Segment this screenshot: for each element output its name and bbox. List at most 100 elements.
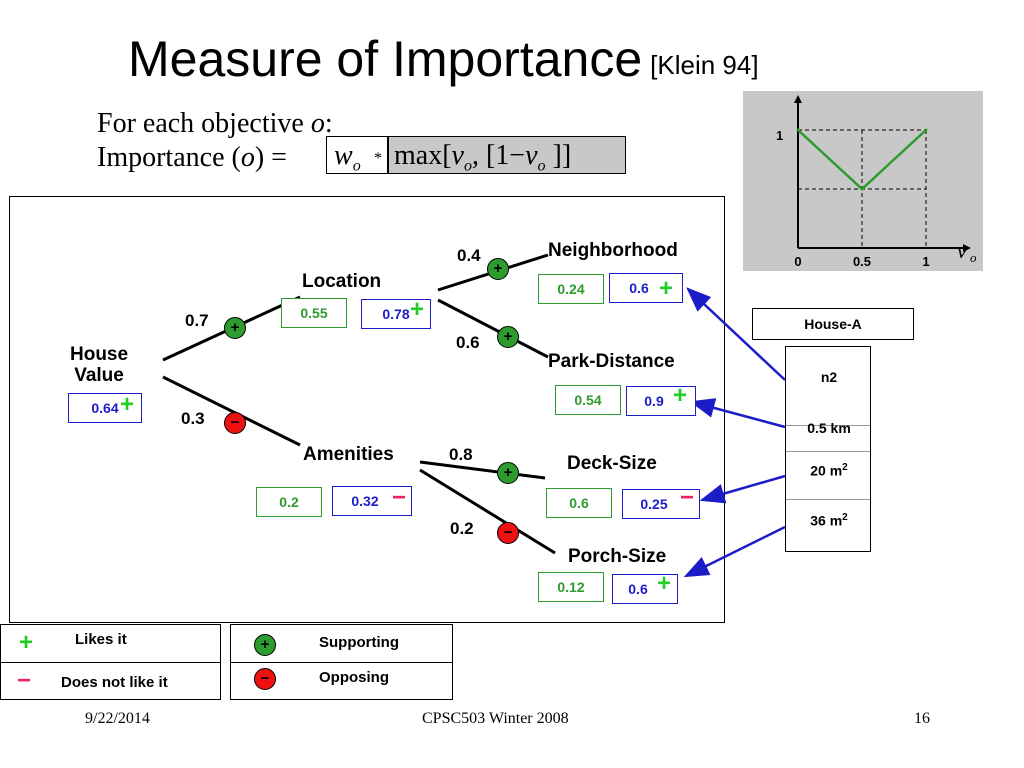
curve-point bbox=[860, 187, 864, 191]
edge-amenities-porch bbox=[419, 468, 556, 555]
root-like-sign: + bbox=[120, 391, 135, 418]
max-end: ]] bbox=[545, 140, 572, 171]
edge-amenities-deck bbox=[419, 460, 546, 480]
deck-size-dislike-sign: − bbox=[680, 484, 695, 511]
deck-size-label: Deck-Size bbox=[567, 453, 657, 474]
attr-divider bbox=[786, 451, 870, 452]
max-var1: v bbox=[451, 140, 464, 171]
porch-size-importance: 0.12 bbox=[557, 579, 585, 595]
location-importance: 0.55 bbox=[300, 305, 328, 321]
amenities-importance: 0.2 bbox=[279, 494, 299, 510]
porch-size-opposing-circle: − bbox=[497, 522, 519, 544]
attr-park-distance: 0.5 km bbox=[807, 420, 851, 436]
attr-deck-size: 20 m2 bbox=[786, 462, 872, 479]
park-distance-value-box: 0.9 bbox=[626, 386, 696, 416]
footer-course: CPSC503 Winter 2008 bbox=[422, 710, 569, 727]
max-sub2: o bbox=[537, 157, 546, 175]
attr-porch-size-text: 36 m bbox=[810, 512, 843, 529]
attr-deck-size-exp: 2 bbox=[842, 462, 848, 473]
amenities-dislike-sign: − bbox=[392, 484, 407, 511]
legend-opposing-circle: − bbox=[254, 668, 276, 690]
weight-box bbox=[326, 136, 388, 174]
neighborhood-weight: 0.4 bbox=[457, 246, 481, 265]
deck-size-value-box: 0.25 bbox=[622, 489, 700, 519]
formula-line1-text: For each objective bbox=[97, 108, 311, 139]
formula-line2-var: o bbox=[240, 142, 255, 173]
location-label: Location bbox=[302, 271, 382, 292]
neighborhood-supporting-circle: + bbox=[487, 258, 509, 280]
max-var2: v bbox=[525, 140, 538, 171]
neighborhood-label: Neighborhood bbox=[548, 240, 678, 261]
amenities-value-box: 0.32 bbox=[332, 486, 412, 516]
park-distance-supporting-circle: + bbox=[497, 326, 519, 348]
deck-size-importance-box: 0.6 bbox=[546, 488, 612, 518]
formula-line1-colon: : bbox=[324, 108, 333, 139]
amenities-importance-box: 0.2 bbox=[256, 487, 322, 517]
edge-root-amenities bbox=[162, 375, 301, 447]
park-distance-importance: 0.54 bbox=[574, 392, 602, 408]
porch-size-label: Porch-Size bbox=[568, 546, 667, 567]
park-distance-importance-box: 0.54 bbox=[555, 385, 621, 415]
footer-page-number: 16 bbox=[914, 710, 930, 727]
attr-porch-size-exp: 2 bbox=[842, 512, 848, 523]
slide-title: Measure of Importance[Klein 94] bbox=[128, 30, 759, 88]
footer-date: 9/22/2014 bbox=[85, 710, 150, 727]
arrow-n2-neighborhood bbox=[686, 287, 786, 381]
amenities-value: 0.32 bbox=[351, 493, 379, 509]
amenities-label: Amenities bbox=[303, 444, 394, 465]
legend-dislike-symbol: − bbox=[17, 667, 32, 694]
location-like-sign: + bbox=[410, 296, 425, 323]
porch-size-weight: 0.2 bbox=[450, 519, 474, 538]
attr-neighborhood: n2 bbox=[820, 369, 838, 385]
location-value-box: 0.78 bbox=[361, 299, 431, 329]
legend-divider bbox=[231, 662, 452, 663]
park-distance-weight: 0.6 bbox=[456, 333, 480, 352]
house-a-attribute-column: n2 0.5 km 20 m2 36 m2 bbox=[785, 346, 871, 552]
location-importance-box: 0.55 bbox=[281, 298, 347, 328]
max-mid: , [1− bbox=[471, 140, 526, 171]
porch-size-importance-box: 0.12 bbox=[538, 572, 604, 602]
deck-size-weight: 0.8 bbox=[449, 445, 473, 464]
neighborhood-like-sign: + bbox=[659, 275, 674, 302]
formula-line-2: Importance (o) = bbox=[97, 142, 287, 174]
x-axis-label-sub: o bbox=[970, 250, 977, 265]
house-a-header: House-A bbox=[752, 308, 914, 340]
legend-dislikes-text: Does not like it bbox=[61, 674, 168, 691]
root-value-box: 0.64 bbox=[68, 393, 142, 423]
porch-size-like-sign: + bbox=[657, 570, 672, 597]
weight-var: w bbox=[334, 140, 353, 171]
attr-divider bbox=[786, 425, 870, 426]
location-weight: 0.7 bbox=[185, 311, 209, 330]
formula-line2-end: ) = bbox=[254, 142, 287, 173]
max-text: max[ bbox=[394, 140, 452, 171]
neighborhood-importance-box: 0.24 bbox=[538, 274, 604, 304]
arrow-km-park bbox=[689, 398, 786, 429]
times-symbol: * bbox=[374, 150, 382, 167]
formula-line-1: For each objective o: bbox=[97, 108, 333, 140]
location-value: 0.78 bbox=[382, 306, 410, 322]
park-distance-label: Park-Distance bbox=[548, 351, 675, 372]
x-axis-arrowhead bbox=[963, 244, 971, 252]
formula-line1-var: o bbox=[310, 108, 325, 139]
max-term: max[vo, [1−vo ]] bbox=[394, 140, 571, 176]
curve-point bbox=[796, 128, 800, 132]
deck-size-importance: 0.6 bbox=[569, 495, 589, 511]
neighborhood-importance: 0.24 bbox=[557, 281, 585, 297]
legend-supporting-circle: + bbox=[254, 634, 276, 656]
deck-size-supporting-circle: + bbox=[497, 462, 519, 484]
x-tick-label: 1 bbox=[922, 254, 929, 269]
max-var1-term: vo bbox=[451, 140, 472, 175]
weight-sub: o bbox=[352, 157, 361, 175]
legend-likes-text: Likes it bbox=[75, 631, 127, 648]
max-box bbox=[388, 136, 626, 174]
park-distance-value: 0.9 bbox=[644, 393, 664, 409]
legend-influence: + Supporting − Opposing bbox=[230, 624, 453, 700]
legend-divider bbox=[1, 662, 220, 663]
porch-size-value: 0.6 bbox=[628, 581, 648, 597]
root-value: 0.64 bbox=[91, 400, 119, 416]
attr-deck-size-text: 20 m bbox=[810, 462, 843, 479]
legend-supporting-text: Supporting bbox=[319, 634, 399, 651]
amenities-weight: 0.3 bbox=[181, 409, 205, 428]
